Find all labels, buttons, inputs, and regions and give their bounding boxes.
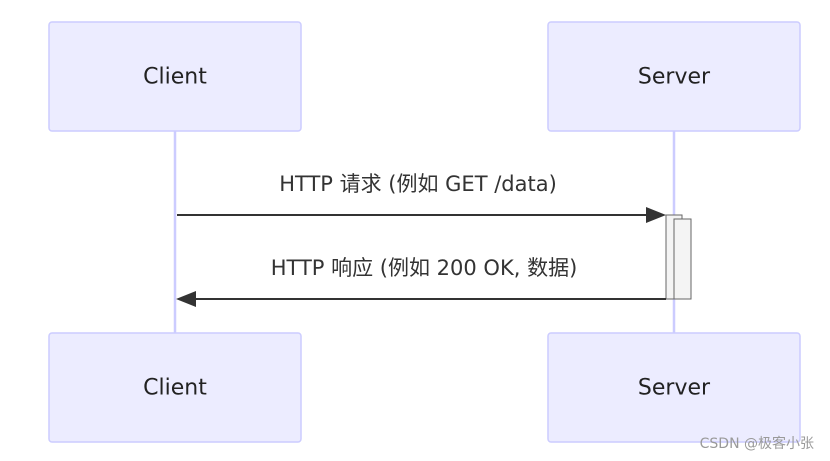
actor-server-top: Server <box>547 21 801 132</box>
request-arrowhead <box>646 207 666 223</box>
request-message-label: HTTP 请求 (例如 GET /data) <box>279 172 557 196</box>
actor-client-top: Client <box>48 21 302 132</box>
actor-client-bottom-label: Client <box>143 376 207 401</box>
actor-server-bottom-label: Server <box>638 376 711 401</box>
response-arrowhead <box>176 291 196 307</box>
actor-client-top-label: Client <box>143 65 207 90</box>
server-activation-inner <box>673 218 692 300</box>
actor-client-bottom: Client <box>48 332 302 443</box>
response-message-label: HTTP 响应 (例如 200 OK, 数据) <box>271 256 578 280</box>
watermark: CSDN @极客小张 <box>699 436 814 452</box>
actor-server-top-label: Server <box>638 65 711 90</box>
actor-server-bottom: Server <box>547 332 801 443</box>
